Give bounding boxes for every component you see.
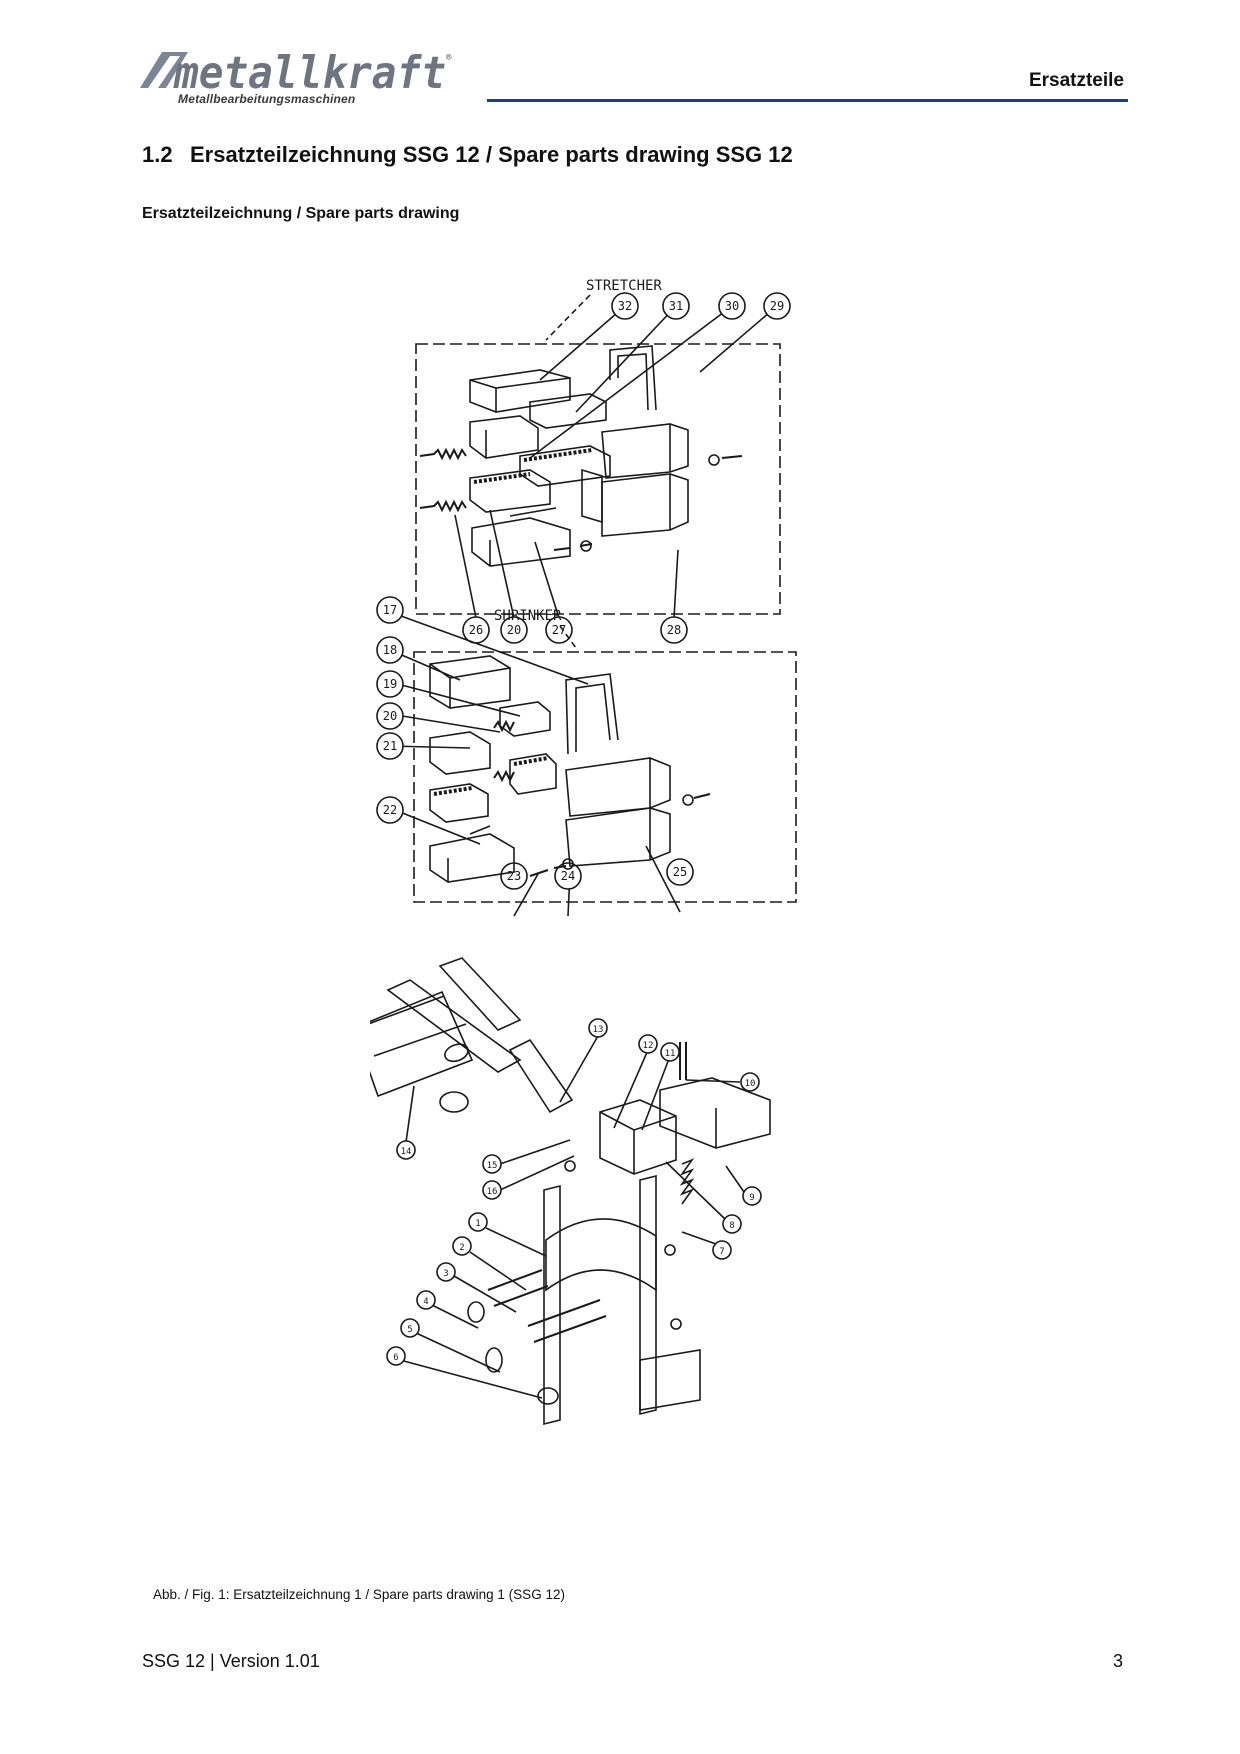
callout-label-14: 14 <box>401 1147 412 1157</box>
callout-label-20: 20 <box>507 623 521 637</box>
callout-circle-29 <box>763 292 791 320</box>
callout-circle-20 <box>376 702 404 730</box>
callout-label-1: 1 <box>475 1219 480 1229</box>
callout-label-13: 13 <box>593 1025 604 1035</box>
callout-label-26: 26 <box>469 623 483 637</box>
callout-circle-25 <box>666 858 694 886</box>
callout-circle-32 <box>611 292 639 320</box>
callout-label-30: 30 <box>725 299 739 313</box>
callout-circle-13 <box>588 1018 608 1038</box>
callout-circle-21 <box>376 732 404 760</box>
callout-circle-17 <box>376 596 404 624</box>
callout-circle-10 <box>740 1072 760 1092</box>
callout-circle-5 <box>400 1318 420 1338</box>
callout-label-32: 32 <box>618 299 632 313</box>
callout-circle-6 <box>386 1346 406 1366</box>
callout-label-9: 9 <box>749 1193 754 1203</box>
callout-circle-18 <box>376 636 404 664</box>
callout-circle-31 <box>662 292 690 320</box>
callout-label-31: 31 <box>669 299 683 313</box>
callout-circle-2 <box>452 1236 472 1256</box>
callout-circle-9 <box>742 1186 762 1206</box>
callout-label-7: 7 <box>719 1247 724 1257</box>
callout-label-25: 25 <box>673 865 687 879</box>
logo-tagline: Metallbearbeitungsmaschinen <box>178 92 356 106</box>
callout-circle-28 <box>660 616 688 644</box>
callout-circle-15 <box>482 1154 502 1174</box>
callout-circle-30 <box>718 292 746 320</box>
callout-label-19: 19 <box>383 677 397 691</box>
figure-caption: Abb. / Fig. 1: Ersatzteilzeichnung 1 / S… <box>153 1587 565 1602</box>
stretcher-label: STRETCHER <box>586 278 662 294</box>
callout-circle-1 <box>468 1212 488 1232</box>
callout-label-17: 17 <box>383 603 397 617</box>
callout-label-10: 10 <box>745 1079 756 1089</box>
header-section-title: Ersatzteile <box>1028 70 1124 91</box>
callout-label-18: 18 <box>383 643 397 657</box>
callout-label-15: 15 <box>487 1161 498 1171</box>
callout-label-27: 27 <box>552 623 566 637</box>
callout-label-20: 20 <box>383 709 397 723</box>
callout-label-8: 8 <box>729 1221 734 1231</box>
footer-page-number: 3 <box>1112 1651 1123 1671</box>
callout-circle-27 <box>545 616 573 644</box>
shrinker-label: SHRINKER <box>494 608 562 624</box>
callout-circle-4 <box>416 1290 436 1310</box>
callout-circle-20 <box>500 616 528 644</box>
svg-text:®: ® <box>446 53 452 63</box>
callout-circle-7 <box>712 1240 732 1260</box>
callout-circle-8 <box>722 1214 742 1234</box>
callout-circle-19 <box>376 670 404 698</box>
callout-label-16: 16 <box>487 1187 498 1197</box>
section-number: 1.2 <box>142 142 173 167</box>
callout-label-5: 5 <box>407 1325 412 1335</box>
stretcher-callouts: 32 31 30 29 26 20 27 28 <box>462 292 791 644</box>
footer-document-version: SSG 12 | Version 1.01 <box>142 1651 320 1671</box>
callout-label-6: 6 <box>393 1353 398 1363</box>
callout-label-29: 29 <box>770 299 784 313</box>
callout-label-21: 21 <box>383 739 397 753</box>
callout-label-2: 2 <box>459 1243 464 1253</box>
subheading: Ersatzteilzeichnung / Spare parts drawin… <box>142 205 460 222</box>
callout-circle-14 <box>396 1140 416 1160</box>
callout-label-11: 11 <box>665 1049 676 1059</box>
callout-label-4: 4 <box>423 1297 428 1307</box>
section-title-text: Ersatzteilzeichnung SSG 12 / Spare parts… <box>190 142 793 167</box>
header-rule <box>487 99 1128 102</box>
callout-circle-12 <box>638 1034 658 1054</box>
callout-circle-3 <box>436 1262 456 1282</box>
callout-circle-22 <box>376 796 404 824</box>
section-title: 1.2 Ersatzteilzeichnung SSG 12 / Spare pa… <box>142 142 793 168</box>
callout-circle-16 <box>482 1180 502 1200</box>
callout-label-28: 28 <box>667 623 681 637</box>
callout-label-24: 24 <box>561 869 575 883</box>
logo-wordmark: metallkraft <box>173 48 446 99</box>
callout-label-3: 3 <box>443 1269 448 1279</box>
metallkraft-logo: metallkraft ® <box>140 48 452 99</box>
callout-label-12: 12 <box>643 1041 654 1051</box>
stretcher-group: STRETCHER 32 31 30 29 26 20 27 28 <box>415 278 791 644</box>
callout-circle-24 <box>554 862 582 890</box>
callout-label-22: 22 <box>383 803 397 817</box>
